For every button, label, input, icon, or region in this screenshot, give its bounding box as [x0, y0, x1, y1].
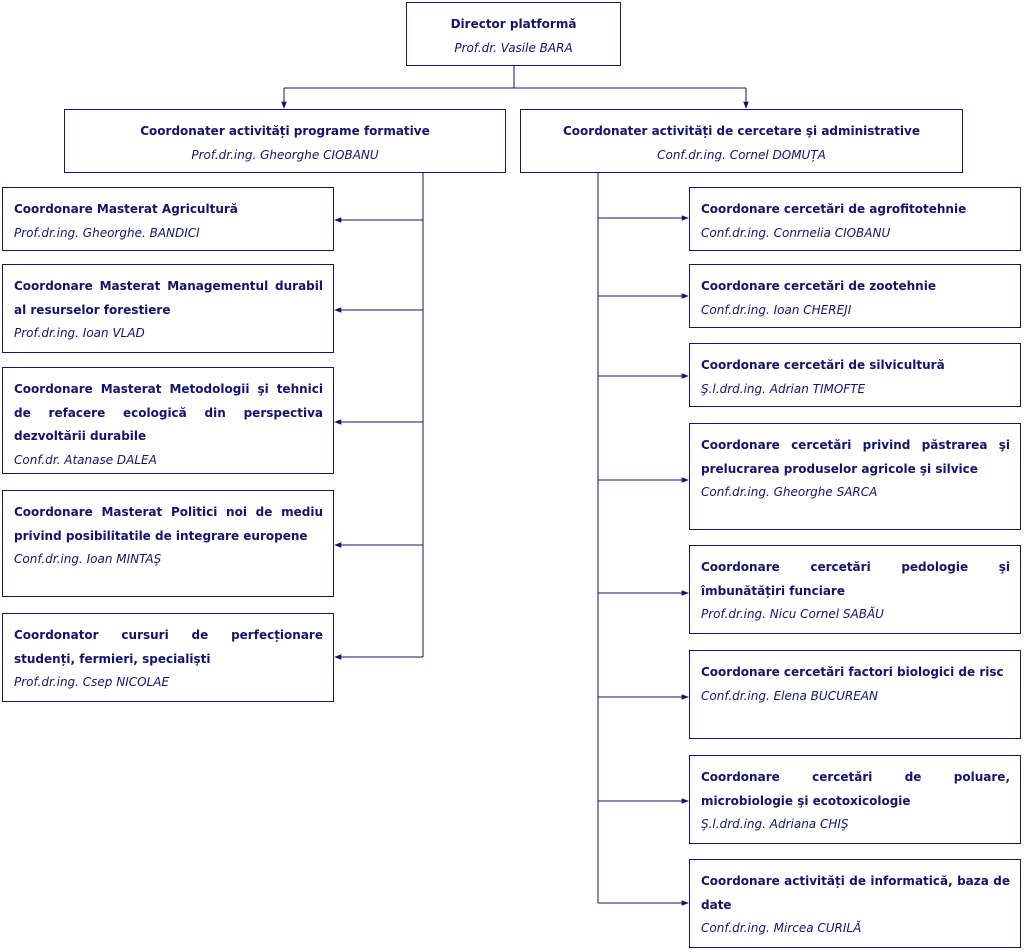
right-box-1: Coordonare cercetări de agrofitotehnie C… — [689, 187, 1021, 251]
right-box-1-title: Coordonare cercetări de agrofitotehnie — [701, 202, 967, 216]
right-box-4-title: Coordonare cercetări privind păstrarea ş… — [701, 438, 1010, 476]
left-box-2-name: Prof.dr.ing. Ioan VLAD — [14, 326, 145, 340]
right-box-6-name: Conf.dr.ing. Elena BUCUREAN — [701, 688, 878, 703]
left-box-4-title: Coordonare Masterat Politici noi de medi… — [14, 505, 323, 543]
left-box-5-name: Prof.dr.ing. Csep NICOLAE — [14, 675, 170, 689]
right-box-7-name: Ş.l.drd.ing. Adriana CHIŞ — [701, 817, 849, 831]
right-box-8: Coordonare activități de informatică, ba… — [689, 859, 1021, 948]
director-box: Director platformă Prof.dr. Vasile BARA — [406, 2, 621, 66]
left-box-3-name: Conf.dr. Atanase DALEA — [14, 452, 157, 467]
left-box-2-title: Coordonare Masterat Managementul durabil… — [14, 279, 323, 317]
left-head-name: Prof.dr.ing. Gheorghe CIOBANU — [191, 147, 379, 162]
right-box-6: Coordonare cercetări factori biologici d… — [689, 650, 1021, 739]
right-head-box: Coordonater activități de cercetare şi a… — [520, 109, 963, 173]
right-box-5: Coordonare cercetări pedologie şi îmbună… — [689, 545, 1021, 634]
right-box-4: Coordonare cercetări privind păstrarea ş… — [689, 423, 1021, 530]
left-box-3-title: Coordonare Masterat Metodologii şi tehni… — [14, 382, 323, 443]
right-head-title: Coordonater activități de cercetare şi a… — [562, 124, 920, 138]
right-box-2-title: Coordonare cercetări de zootehnie — [701, 279, 936, 293]
right-box-2-name: Conf.dr.ing. Ioan CHEREJI — [701, 302, 852, 317]
right-head-name: Conf.dr.ing. Cornel DOMUȚA — [657, 147, 826, 162]
right-box-8-name: Conf.dr.ing. Mircea CURILĂ — [701, 921, 862, 935]
left-box-4: Coordonare Masterat Politici noi de medi… — [2, 490, 334, 597]
left-head-title: Coordonater activități programe formativ… — [140, 124, 430, 138]
right-box-5-title: Coordonare cercetări pedologie şi îmbună… — [701, 560, 1010, 598]
left-box-2: Coordonare Masterat Managementul durabil… — [2, 264, 334, 353]
right-box-1-name: Conf.dr.ing. Conrnelia CIOBANU — [701, 225, 891, 240]
left-head-box: Coordonater activități programe formativ… — [64, 109, 506, 173]
right-box-7-title: Coordonare cercetări de poluare, microbi… — [701, 770, 1010, 808]
right-box-5-name: Prof.dr.ing. Nicu Cornel SABĂU — [701, 607, 884, 621]
left-box-1-title: Coordonare Masterat Agricultură — [14, 202, 238, 216]
director-name: Prof.dr. Vasile BARA — [454, 40, 573, 55]
right-box-7: Coordonare cercetări de poluare, microbi… — [689, 755, 1021, 844]
director-title: Director platformă — [450, 17, 577, 31]
right-box-6-title: Coordonare cercetări factori biologici d… — [701, 665, 1004, 679]
left-box-1: Coordonare Masterat Agricultură Prof.dr.… — [2, 187, 334, 251]
right-box-3-title: Coordonare cercetări de silvicultură — [701, 358, 945, 372]
right-box-8-title: Coordonare activități de informatică, ba… — [701, 874, 1010, 912]
left-box-3: Coordonare Masterat Metodologii şi tehni… — [2, 367, 334, 474]
left-box-5: Coordonator cursuri de perfecționare stu… — [2, 613, 334, 702]
right-box-2: Coordonare cercetări de zootehnie Conf.d… — [689, 264, 1021, 328]
left-box-1-name: Prof.dr.ing. Gheorghe. BANDICI — [14, 225, 200, 240]
left-box-5-title: Coordonator cursuri de perfecționare stu… — [14, 628, 323, 666]
right-box-3-name: Ş.l.drd.ing. Adrian TIMOFTE — [701, 381, 866, 396]
left-box-4-name: Conf.dr.ing. Ioan MINTAŞ — [14, 552, 162, 566]
right-box-3: Coordonare cercetări de silvicultură Ş.l… — [689, 343, 1021, 407]
right-box-4-name: Conf.dr.ing. Gheorghe SARCA — [701, 485, 878, 499]
